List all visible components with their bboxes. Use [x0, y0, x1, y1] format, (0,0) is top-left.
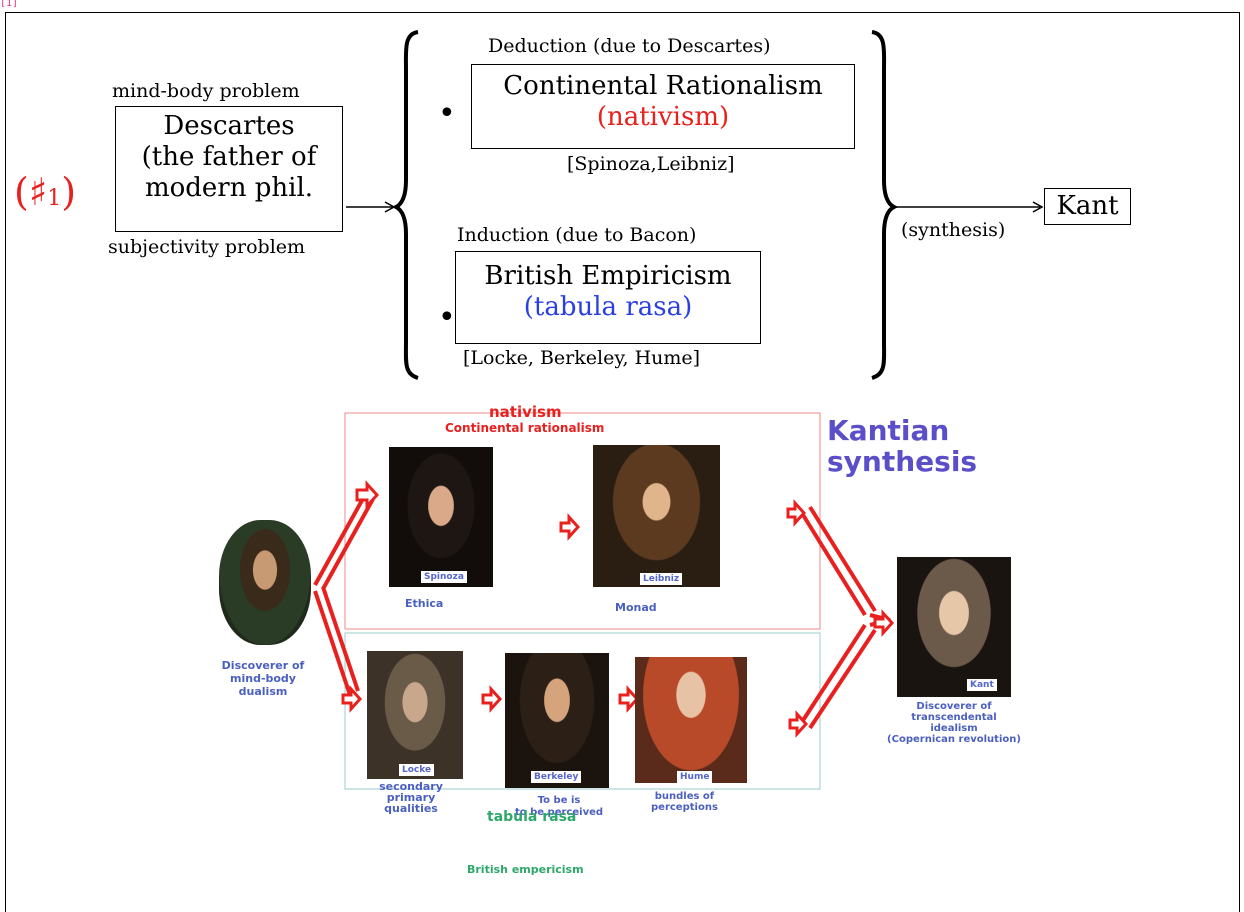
berkeley-portrait: Berkeley — [505, 653, 609, 788]
empiricism-title: British Empiricism — [484, 261, 732, 291]
bullet-1: • — [438, 96, 456, 131]
rationalism-subtitle: (nativism) — [596, 102, 730, 132]
corner-mark: [1] — [0, 0, 19, 9]
descartes-box: Descartes (the father of modern phil. — [115, 106, 343, 232]
kant-cap-1: Discoverer of — [916, 701, 992, 712]
leibniz-caption: Monad — [615, 601, 657, 614]
kantian-heading: Kantian synthesis — [827, 415, 977, 477]
leibniz-tag: Leibniz — [640, 573, 683, 585]
berkeley-caption: To be is to be perceived — [515, 795, 603, 819]
top-diagram-lines — [346, 30, 1044, 380]
spinoza-caption: Ethica — [405, 597, 444, 610]
descartes-line-2: (the father of — [141, 142, 317, 172]
kant-cap-2: transcendental — [911, 712, 997, 723]
spinoza-portrait: Spinoza — [389, 447, 493, 587]
kant-portrait: Kant — [897, 557, 1011, 697]
descartes-caption: Discoverer of mind-body dualism — [213, 659, 313, 698]
right-brace — [871, 30, 899, 380]
hume-cap-2: perceptions — [651, 802, 718, 813]
berkeley-cap-2: to be perceived — [515, 807, 604, 818]
label-close: ) — [61, 170, 77, 214]
continental-heading: Continental rationalism — [445, 421, 605, 435]
descartes-portrait — [219, 520, 311, 645]
kant-tag: Kant — [967, 679, 997, 691]
arrow-to-brace — [346, 201, 396, 213]
philosophers-figure: nativism Continental rationalism Kantian… — [213, 395, 1035, 825]
deduction-label: Deduction (due to Descartes) — [488, 35, 771, 57]
rationalists-list: [Spinoza,Leibniz] — [567, 153, 735, 175]
label-sub: 1 — [47, 186, 62, 211]
berkeley-cap-1: To be is — [537, 795, 581, 806]
berkeley-tag: Berkeley — [531, 771, 582, 783]
kant-caption: Discoverer of transcendental idealism (C… — [879, 701, 1029, 745]
tabula-heading: tabula rasa — [487, 809, 577, 825]
locke-portrait: Locke — [367, 651, 463, 779]
descartes-cap-2: mind-body — [230, 672, 296, 685]
descartes-cap-3: dualism — [238, 685, 288, 698]
locke-cap-1: secondary — [379, 780, 443, 793]
hume-portrait: Hume — [635, 657, 747, 783]
subjectivity-label: subjectivity problem — [108, 236, 306, 258]
rationalism-title: Continental Rationalism — [503, 71, 823, 101]
diagram-label: (♯1) — [14, 170, 76, 214]
spinoza-tag: Spinoza — [421, 571, 467, 583]
induction-label: Induction (due to Bacon) — [457, 224, 697, 246]
empiricism-box: British Empiricism (tabula rasa) — [455, 251, 761, 344]
kant-cap-3: idealism — [930, 723, 978, 734]
descartes-line-3: modern phil. — [144, 173, 314, 203]
label-text: (♯ — [14, 170, 48, 214]
bullet-2: • — [438, 300, 456, 335]
locke-caption: secondary primary qualities — [361, 781, 461, 814]
left-brace — [391, 30, 419, 380]
locke-cap-3: qualities — [384, 802, 438, 815]
kant-box: Kant — [1044, 188, 1131, 225]
hume-tag: Hume — [677, 771, 713, 783]
british-heading: British empericism — [467, 863, 584, 876]
nativism-heading: nativism — [489, 403, 562, 421]
kant-cap-4: (Copernican revolution) — [887, 734, 1021, 745]
empiricism-subtitle: (tabula rasa) — [523, 292, 693, 322]
descartes-line-1: Descartes — [163, 111, 295, 141]
mind-body-label: mind-body problem — [112, 80, 300, 102]
arrow-to-kant — [896, 201, 1044, 213]
leibniz-portrait: Leibniz — [593, 445, 720, 587]
rationalism-box: Continental Rationalism (nativism) — [471, 64, 855, 149]
hume-caption: bundles of perceptions — [651, 791, 718, 813]
figure-frames — [313, 412, 895, 790]
empiricists-list: [Locke, Berkeley, Hume] — [463, 347, 701, 369]
kantian-line-1: Kantian — [827, 414, 950, 447]
hume-cap-1: bundles of — [654, 791, 715, 802]
kantian-line-2: synthesis — [827, 445, 978, 478]
synthesis-label: (synthesis) — [901, 219, 1006, 241]
page-frame — [5, 12, 1240, 912]
descartes-cap-1: Discoverer of — [221, 659, 305, 672]
locke-cap-2: primary — [386, 791, 436, 804]
locke-tag: Locke — [399, 764, 435, 776]
